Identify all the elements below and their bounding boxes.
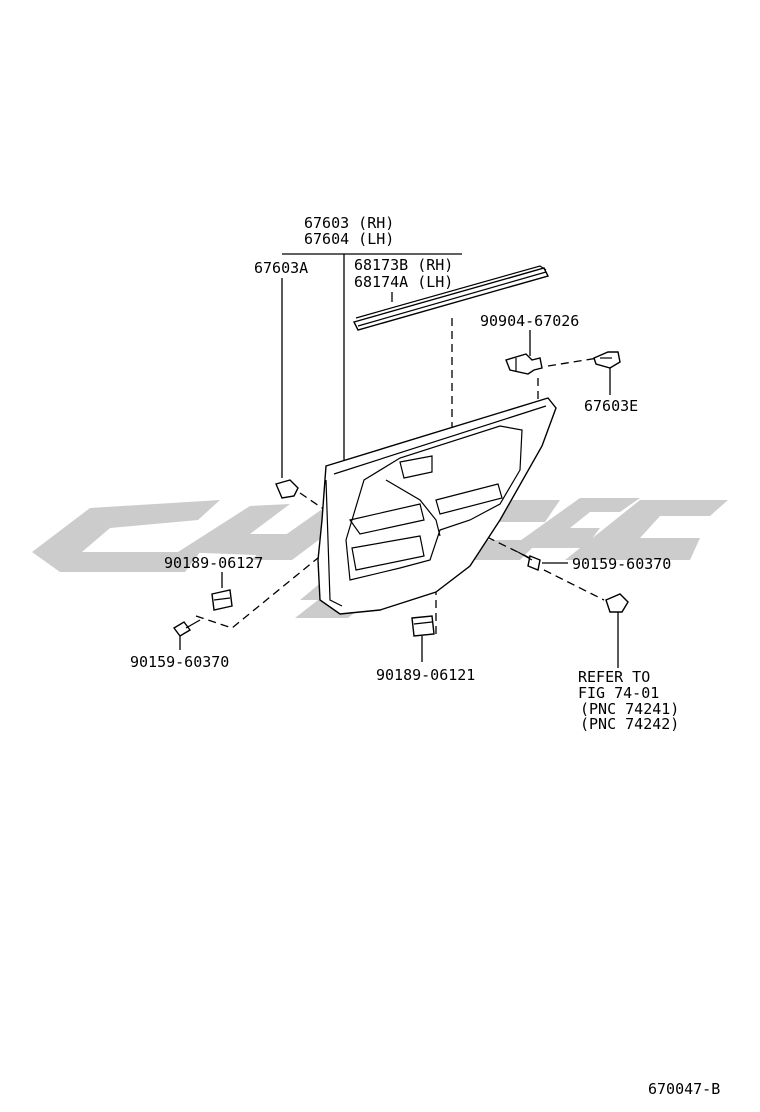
label-clip-90904: 90904-67026 bbox=[480, 312, 579, 330]
label-nut-90189-06121: 90189-06121 bbox=[376, 666, 475, 684]
label-weatherstrip-lh: 68174A (LH) bbox=[354, 273, 453, 291]
label-trim-board-lh: 67604 (LH) bbox=[304, 230, 394, 248]
label-refer-line1: REFER TO bbox=[578, 668, 650, 686]
screw-left bbox=[172, 619, 201, 637]
clip-90904 bbox=[505, 353, 543, 375]
nut-90189-06121 bbox=[411, 615, 435, 637]
label-trim-sub-e: 67603E bbox=[584, 397, 638, 415]
nut-90189-06127 bbox=[211, 589, 233, 611]
clip-67603a bbox=[275, 479, 299, 499]
label-refer-line3: (PNC 74241) bbox=[580, 700, 679, 718]
cap-refer bbox=[605, 593, 629, 613]
door-trim-board bbox=[317, 397, 557, 615]
label-trim-sub-a: 67603A bbox=[254, 259, 308, 277]
label-screw-left: 90159-60370 bbox=[130, 653, 229, 671]
label-weatherstrip-rh: 68173B (RH) bbox=[354, 256, 453, 274]
label-refer-line2: FIG 74-01 bbox=[578, 684, 659, 702]
label-screw-right: 90159-60370 bbox=[572, 555, 671, 573]
part-labels: 67603 (RH) 67604 (LH) 67603A 68173B (RH)… bbox=[130, 214, 720, 1098]
clip-67603e bbox=[593, 351, 621, 369]
label-refer-line4: (PNC 74242) bbox=[580, 715, 679, 733]
label-nut-90189-06127: 90189-06127 bbox=[164, 554, 263, 572]
label-trim-board-rh: 67603 (RH) bbox=[304, 214, 394, 232]
leader-lines bbox=[179, 253, 619, 668]
belt-weatherstrip bbox=[352, 265, 550, 331]
figure-number: 670047-B bbox=[648, 1080, 720, 1098]
screw-right bbox=[517, 551, 541, 571]
